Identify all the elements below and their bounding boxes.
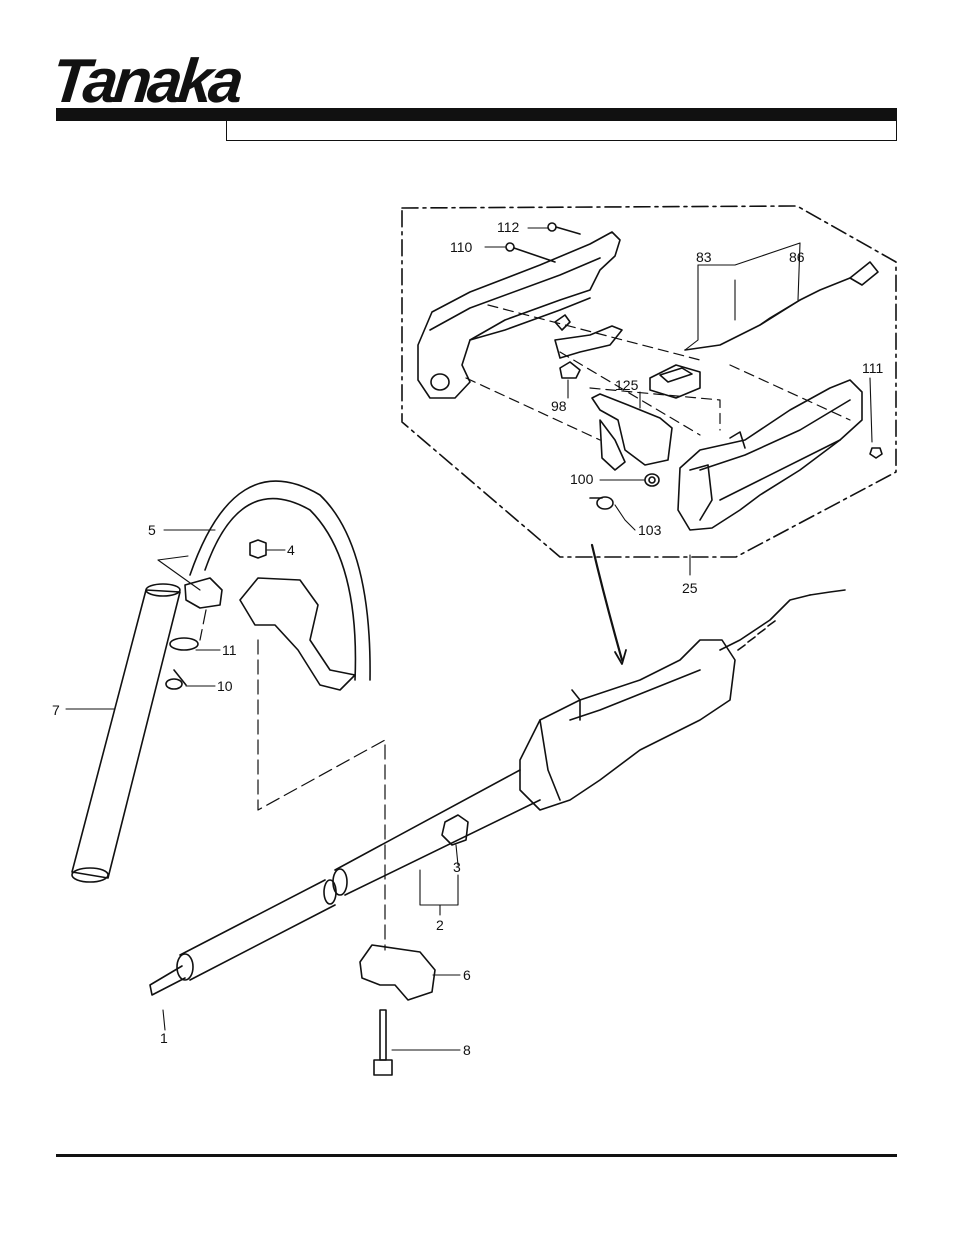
lower-drive-shaft [149, 879, 337, 996]
inset-detail-box [401, 205, 897, 558]
handle-clamp [184, 577, 356, 691]
registered-mark: ® [200, 94, 207, 104]
part-labels: 1 2 3 4 5 6 7 8 10 11 25 83 86 98 100 10… [52, 219, 883, 1058]
label-part-4: 4 [287, 542, 295, 558]
label-part-112: 112 [497, 219, 520, 235]
handle-right-half [677, 379, 863, 531]
label-part-7: 7 [52, 702, 60, 718]
label-part-125: 125 [615, 377, 639, 393]
footer-rule [56, 1154, 897, 1157]
nut-111 [869, 447, 883, 459]
label-part-103: 103 [638, 522, 662, 538]
label-part-98: 98 [551, 398, 567, 414]
bolt-8 [373, 1009, 393, 1076]
label-part-25: 25 [682, 580, 698, 596]
collar-3 [441, 814, 469, 846]
main-assembly-lines [199, 609, 386, 951]
bolt-10 [165, 669, 187, 690]
label-part-86: 86 [789, 249, 805, 265]
trigger-assembly [591, 393, 673, 471]
screw-112 [547, 222, 581, 235]
leader-lines [65, 227, 873, 1051]
label-part-11: 11 [222, 642, 237, 658]
label-part-10: 10 [217, 678, 233, 694]
spring-100 [644, 473, 660, 487]
nut-4 [249, 539, 267, 559]
inset-assembly-lines [465, 304, 851, 441]
washer-11 [169, 637, 199, 651]
label-part-3: 3 [453, 859, 461, 875]
label-part-1: 1 [160, 1030, 168, 1046]
label-part-100: 100 [570, 471, 594, 487]
label-part-8: 8 [463, 1042, 471, 1058]
label-part-2: 2 [436, 917, 444, 933]
throttle-cable [684, 261, 879, 351]
front-handle-bar [189, 480, 371, 681]
header-bar [56, 108, 897, 121]
screw-110 [505, 242, 556, 263]
part-98-lever [559, 361, 581, 379]
assembled-handle [519, 589, 846, 811]
assembly-arrow [590, 543, 624, 662]
label-part-111: 111 [862, 360, 883, 376]
clamp-6 [359, 944, 436, 1001]
foam-grip [71, 583, 181, 883]
header-title-box [226, 121, 897, 141]
label-part-83: 83 [696, 249, 712, 265]
upper-shaft-tube [332, 769, 541, 896]
label-part-5: 5 [148, 522, 156, 538]
clip-103 [589, 496, 614, 510]
handle-left-half [417, 231, 623, 399]
label-part-110: 110 [450, 239, 473, 255]
switch-block [649, 364, 701, 399]
label-part-6: 6 [463, 967, 471, 983]
